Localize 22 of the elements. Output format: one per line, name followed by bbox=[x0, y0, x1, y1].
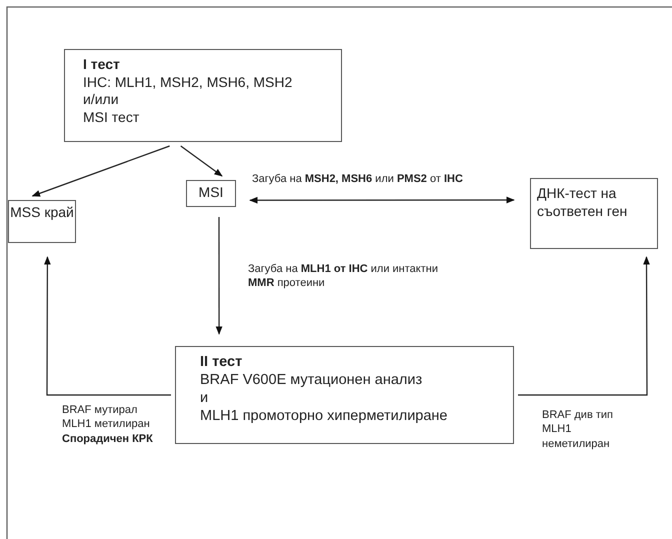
process-box bbox=[186, 180, 236, 207]
box-text: MLH1 промоторно хиперметилиране bbox=[200, 407, 448, 426]
arrow bbox=[518, 256, 650, 396]
box-heading: II тест bbox=[200, 353, 242, 372]
box-text: IHC: MLH1, MSH2, MSH6, MSH2 bbox=[83, 74, 292, 91]
process-box bbox=[530, 178, 658, 249]
process-box bbox=[64, 49, 342, 142]
box-text: и bbox=[200, 389, 208, 408]
box-text: ДНК-тест на съответен ген bbox=[537, 185, 628, 220]
box-text: MSI bbox=[198, 184, 224, 202]
arrow bbox=[249, 196, 515, 204]
process-box bbox=[8, 200, 76, 243]
arrow bbox=[44, 256, 171, 396]
arrow bbox=[32, 145, 170, 197]
arrow bbox=[180, 146, 223, 176]
box-text: MSS край bbox=[10, 204, 74, 222]
arrow bbox=[216, 217, 222, 335]
box-text: BRAF V600E мутационен анализ bbox=[200, 371, 422, 390]
box-text: MSI тест bbox=[83, 108, 140, 126]
box-heading: I тест bbox=[83, 56, 120, 74]
process-box bbox=[175, 346, 514, 444]
box-text: и/или bbox=[83, 91, 119, 108]
